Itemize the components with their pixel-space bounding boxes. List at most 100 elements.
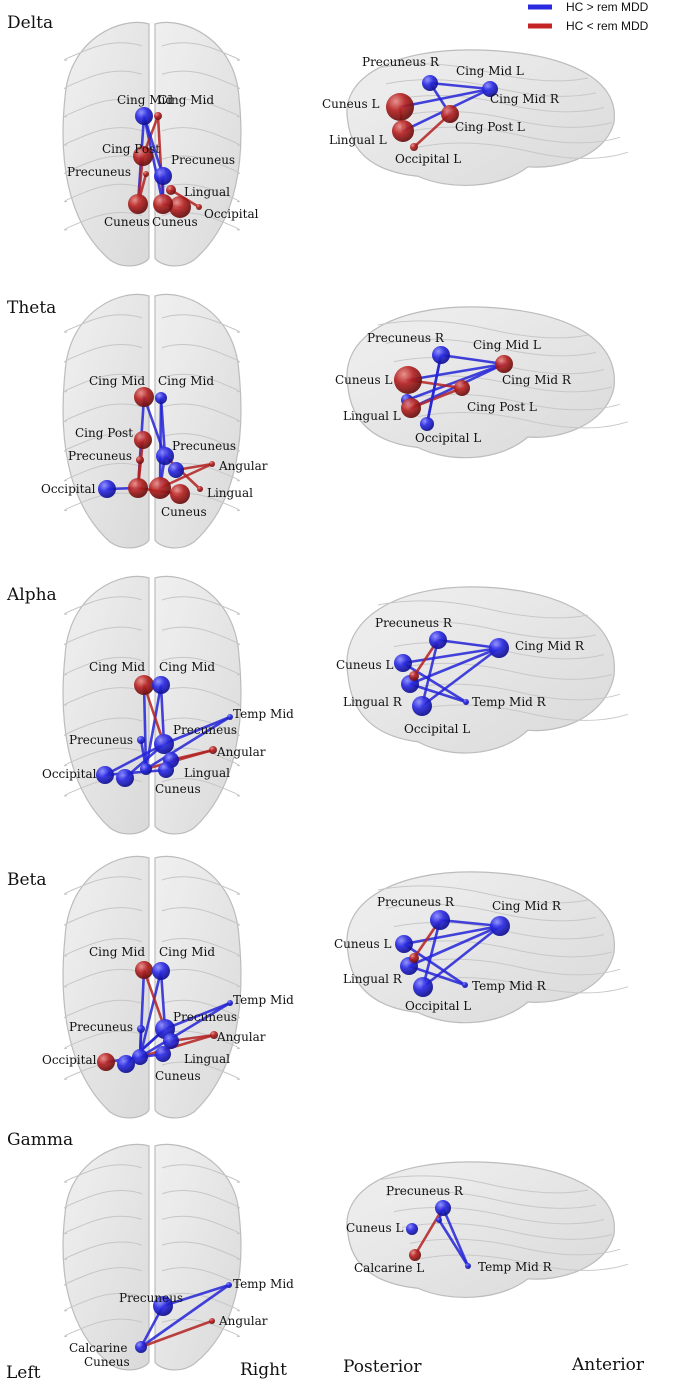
sagittal-3-edge-0: [438, 918, 502, 928]
axial-node-label: Occipital: [42, 1053, 97, 1067]
orientation-posterior: Posterior: [343, 1357, 422, 1377]
sulcus-line: [377, 1175, 589, 1194]
sagittal-node-label: Lingual L: [329, 133, 387, 147]
gyrus-line: [64, 876, 143, 895]
sulcus-line: [385, 338, 597, 357]
gyrus-line: [161, 1215, 240, 1235]
gyrus-line: [161, 1241, 240, 1260]
gyrus-line: [64, 907, 143, 926]
sagittal-4-node-0: [435, 1200, 451, 1216]
axial-node-label: Temp Mid: [233, 993, 294, 1007]
sagittal-brain: [346, 306, 615, 459]
sulcus-line: [377, 600, 589, 619]
axial-right-hemisphere: [154, 293, 242, 549]
sagittal-3-edge-3: [421, 918, 442, 989]
sulcus-line: [393, 1207, 605, 1225]
sulcus-line: [409, 126, 621, 144]
axial-node-label: Lingual: [184, 1052, 230, 1066]
sagittal-node-label: Precuneus R: [362, 55, 440, 69]
sulcus-line: [401, 110, 613, 128]
axial-2-edge-7: [144, 748, 215, 771]
axial-3-node-8: [117, 1055, 135, 1073]
sagittal-0-node-5: [410, 143, 418, 151]
axial-node-label: Precuneus: [67, 165, 131, 179]
legend-label-blue: HC > rem MDD: [566, 0, 649, 14]
gyrus-line: [161, 1267, 240, 1286]
axial-1-node-10: [170, 484, 190, 504]
gyrus-line: [161, 626, 240, 646]
axial-3-node-1: [152, 962, 170, 980]
sagittal-3-node-6: [409, 953, 419, 963]
sagittal-3-edge-1: [402, 924, 502, 946]
sagittal-node-label: Cuneus L: [322, 97, 379, 111]
gyrus-line: [64, 42, 143, 61]
axial-1-node-7: [98, 480, 116, 498]
axial-left-hemisphere: [62, 293, 150, 549]
sulcus-line: [401, 940, 613, 958]
gyrus-line: [64, 938, 143, 957]
axial-node-label: Cing Mid: [159, 945, 215, 959]
axial-right-hemisphere: [154, 1143, 242, 1371]
sagittal-4-node-3: [465, 1263, 471, 1269]
axial-0-node-2: [133, 146, 153, 166]
axial-0-node-8: [153, 194, 173, 214]
axial-2-edge-11: [144, 715, 232, 771]
sulcus-line: [377, 885, 589, 904]
sagittal-1-edge-2: [405, 362, 506, 402]
axial-1-node-8: [128, 478, 148, 498]
sagittal-1-edge-0: [439, 353, 506, 366]
gyrus-line: [64, 462, 143, 482]
gyrus-line: [64, 314, 143, 333]
sulcus-line: [417, 1254, 629, 1271]
axial-node-label: Precuneus: [173, 1010, 237, 1024]
legend: HC > rem MDD HC < rem MDD: [528, 0, 649, 33]
gyrus-line: [161, 127, 240, 146]
axial-node-label: Temp Mid: [233, 707, 294, 721]
axial-2-edge-3: [162, 715, 232, 746]
gyrus-line: [161, 687, 240, 706]
gyrus-line: [64, 999, 143, 1019]
sagittal-1-edge-1: [406, 362, 506, 382]
sagittal-node-label: Temp Mid R: [472, 695, 547, 709]
gyrus-line: [64, 1318, 143, 1338]
axial-node-label: Cing Mid: [89, 660, 145, 674]
sagittal-node-label: Cing Mid L: [456, 64, 524, 78]
sagittal-2-node-2: [394, 654, 412, 672]
sagittal-3-node-2: [395, 935, 413, 953]
sagittal-4-node-4: [436, 1217, 442, 1223]
gyrus-line: [64, 70, 143, 90]
axial-1-node-5: [168, 462, 184, 478]
axial-right-hemisphere: [154, 21, 242, 267]
axial-3-edge-2: [138, 969, 163, 1059]
sulcus-line: [417, 704, 629, 721]
axial-node-label: Angular: [216, 745, 266, 759]
axial-1-node-3: [136, 456, 144, 464]
axial-node-label: Precuneus: [171, 153, 235, 167]
sagittal-0-edge-1: [398, 87, 492, 109]
sagittal-3-edge-2: [407, 924, 502, 968]
axial-2-node-0: [134, 675, 154, 695]
axial-0-node-9: [196, 204, 202, 210]
axial-1-node-6: [209, 461, 215, 467]
sagittal-node-label: Cuneus L: [334, 937, 391, 951]
gyrus-line: [64, 1267, 143, 1286]
gyrus-line: [161, 596, 240, 615]
axial-node-label: Precuneus: [69, 1020, 133, 1034]
axial-0-node-7: [128, 194, 148, 214]
axial-2-edge-5: [103, 742, 166, 777]
gyrus-line: [161, 1164, 240, 1183]
axial-node-label: Precuneus: [69, 733, 133, 747]
sagittal-node-label: Lingual R: [343, 972, 403, 986]
sagittal-node-label: Temp Mid R: [472, 979, 547, 993]
axial-3-edge-11: [138, 1001, 232, 1059]
axial-3-node-3: [137, 1025, 145, 1033]
axial-4-node-0: [226, 1282, 232, 1288]
sagittal-node-label: Cing Mid R: [490, 92, 560, 106]
axial-node-label: Lingual: [184, 766, 230, 780]
sagittal-node-label: Occipital L: [415, 431, 481, 445]
axial-node-label: Precuneus: [68, 449, 132, 463]
axial-3-node-5: [163, 1033, 179, 1049]
sagittal-1-node-3: [454, 380, 470, 396]
